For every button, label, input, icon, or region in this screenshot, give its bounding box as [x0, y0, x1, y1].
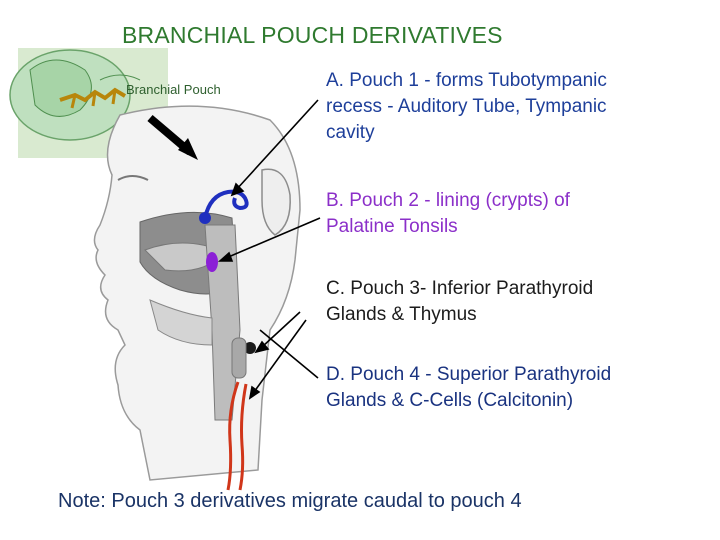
- pouch-4-line-1: D. Pouch 4 - Superior Parathyroid: [326, 364, 612, 385]
- leader-arrows: [217, 99, 321, 400]
- pouch-2-line-2: Palatine Tonsils: [326, 216, 458, 237]
- pouch-1-line-1: A. Pouch 1 - forms Tubotympanic: [326, 70, 607, 91]
- pouch-2-marker: [206, 252, 218, 272]
- pouch-1-description: A. Pouch 1 - forms Tubotympanic recess -…: [326, 68, 607, 146]
- pouch-3-description: C. Pouch 3- Inferior Parathyroid Glands …: [326, 276, 593, 328]
- migration-note: Note: Pouch 3 derivatives migrate caudal…: [58, 490, 522, 512]
- pouch-3-line-2: Glands & Thymus: [326, 304, 477, 325]
- pouch-3-marker: [231, 337, 256, 379]
- pouch-2-description: B. Pouch 2 - lining (crypts) of Palatine…: [326, 188, 570, 240]
- slide-title: BRANCHIAL POUCH DERIVATIVES: [122, 22, 503, 48]
- pouch-1-marker: [199, 189, 249, 224]
- head-neck-illustration: [9, 48, 321, 491]
- head-outline: [93, 105, 301, 481]
- inset-label: Branchial Pouch: [126, 82, 221, 97]
- pouch-4-marker: [226, 381, 248, 491]
- pouch-3-line-1: C. Pouch 3- Inferior Parathyroid: [326, 278, 594, 299]
- inset-pointer-arrow: [147, 114, 198, 160]
- pouch-2-line-1: B. Pouch 2 - lining (crypts) of: [326, 190, 570, 211]
- inset-embryo-image: [9, 48, 168, 158]
- pouch-1-line-3: cavity: [326, 122, 375, 143]
- pouch-1-line-2: recess - Auditory Tube, Tympanic: [326, 96, 607, 117]
- pouch-4-description: D. Pouch 4 - Superior Parathyroid Glands…: [326, 362, 611, 414]
- pouch-4-line-2: Glands & C-Cells (Calcitonin): [326, 390, 574, 411]
